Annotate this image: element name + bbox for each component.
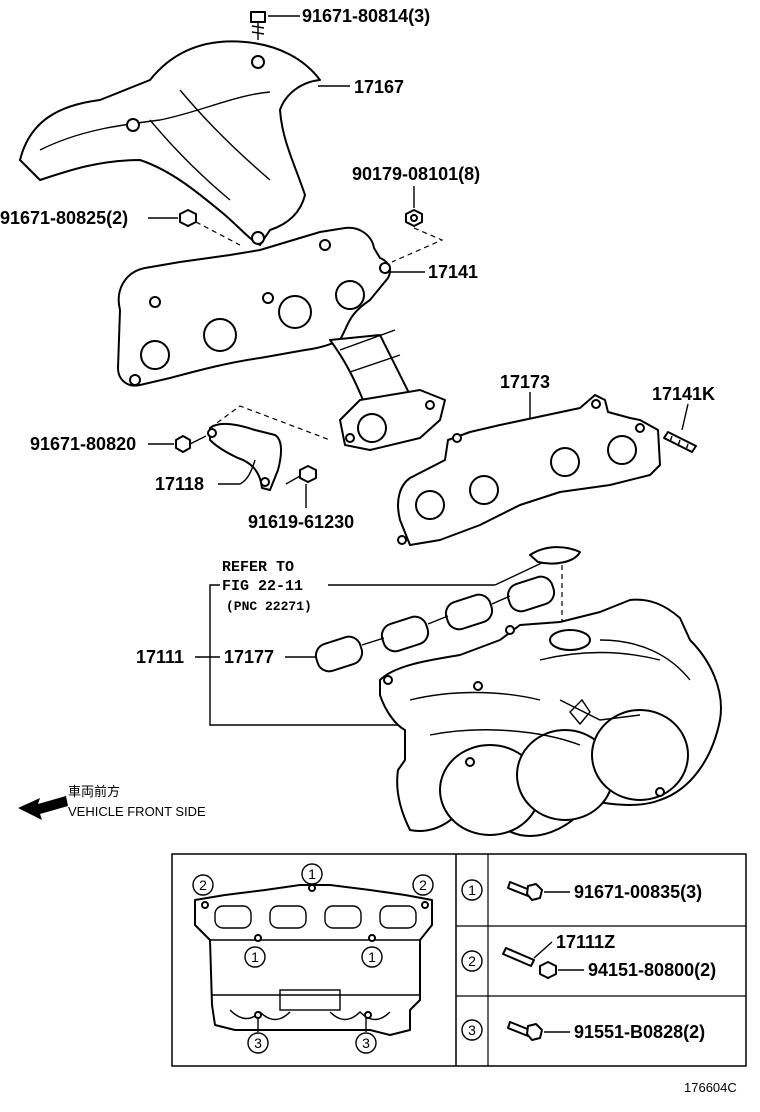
callout-1-left: 1	[244, 946, 266, 968]
label-17167: 17167	[354, 77, 404, 97]
label-91671-80820: 91671-80820	[30, 434, 136, 454]
legend-part-2: 94151-80800(2)	[588, 960, 716, 980]
label-17173: 17173	[500, 372, 550, 392]
nut-icon	[539, 961, 557, 979]
intake-manifold-17111	[379, 598, 722, 837]
label-17111: 17111	[136, 647, 184, 667]
heat-insulator-17167	[19, 40, 321, 246]
nut-90179-08101	[405, 209, 423, 227]
bolt-icon	[507, 881, 543, 901]
callout-3-left: 3	[247, 1018, 269, 1054]
refer-line2: FIG 22-11	[222, 578, 303, 595]
legend-row-2: 2 17111Z 94151-80800(2)	[461, 932, 716, 980]
legend-row-1: 1 91671-00835(3)	[461, 879, 702, 902]
refer-line1: REFER TO	[222, 559, 294, 576]
direction-en: VEHICLE FRONT SIDE	[68, 804, 206, 819]
bolt-91671-80814	[250, 11, 266, 40]
label-91671-80825: 91671-80825(2)	[0, 208, 128, 228]
direction-jp: 車両前方	[68, 784, 120, 799]
callout-3-right: 3	[355, 1018, 377, 1054]
callout-1-top: 1	[301, 863, 323, 885]
label-17141: 17141	[428, 262, 478, 282]
svg-text:2: 2	[199, 877, 207, 893]
callout-2-left: 2	[192, 874, 214, 896]
stud-icon	[502, 947, 535, 967]
svg-text:2: 2	[468, 953, 476, 969]
legend-manifold-sketch	[194, 884, 433, 1036]
label-91671-80814: 91671-80814(3)	[302, 6, 430, 26]
small-gasket-22271	[529, 546, 581, 565]
callout-2-right: 2	[412, 874, 434, 896]
figure-id: 176604C	[684, 1080, 737, 1095]
label-17141K: 17141K	[652, 384, 715, 404]
bracket-17118	[207, 422, 282, 491]
legend-part-1: 91671-00835(3)	[574, 882, 702, 902]
svg-text:1: 1	[308, 866, 316, 882]
label-17177: 17177	[224, 647, 274, 667]
bolt-91671-80825	[179, 209, 197, 227]
label-90179-08101: 90179-08101(8)	[352, 164, 480, 184]
bolt-icon	[507, 1021, 543, 1041]
legend-part-3: 91551-B0828(2)	[574, 1022, 705, 1042]
svg-text:1: 1	[368, 949, 376, 965]
bolt-91619-61230	[285, 465, 317, 485]
legend-row-3: 3 91551-B0828(2)	[461, 1019, 705, 1042]
refer-line3: (PNC 22271)	[226, 599, 312, 614]
callout-1-right: 1	[361, 946, 383, 968]
svg-text:3: 3	[254, 1035, 262, 1051]
exhaust-manifold-17141	[117, 226, 446, 451]
bolt-91671-80820	[175, 435, 207, 453]
svg-text:2: 2	[419, 877, 427, 893]
svg-text:3: 3	[468, 1022, 476, 1038]
vehicle-front-arrow	[18, 796, 68, 820]
legend-part-2-top: 17111Z	[556, 932, 615, 952]
label-17118: 17118	[155, 474, 204, 494]
svg-text:1: 1	[251, 949, 259, 965]
exhaust-gasket-17173	[397, 394, 661, 546]
svg-text:1: 1	[468, 882, 476, 898]
label-91619-61230: 91619-61230	[248, 512, 354, 532]
intake-gaskets-17177	[314, 575, 556, 673]
svg-text:3: 3	[362, 1035, 370, 1051]
stud-17141K	[663, 431, 697, 453]
